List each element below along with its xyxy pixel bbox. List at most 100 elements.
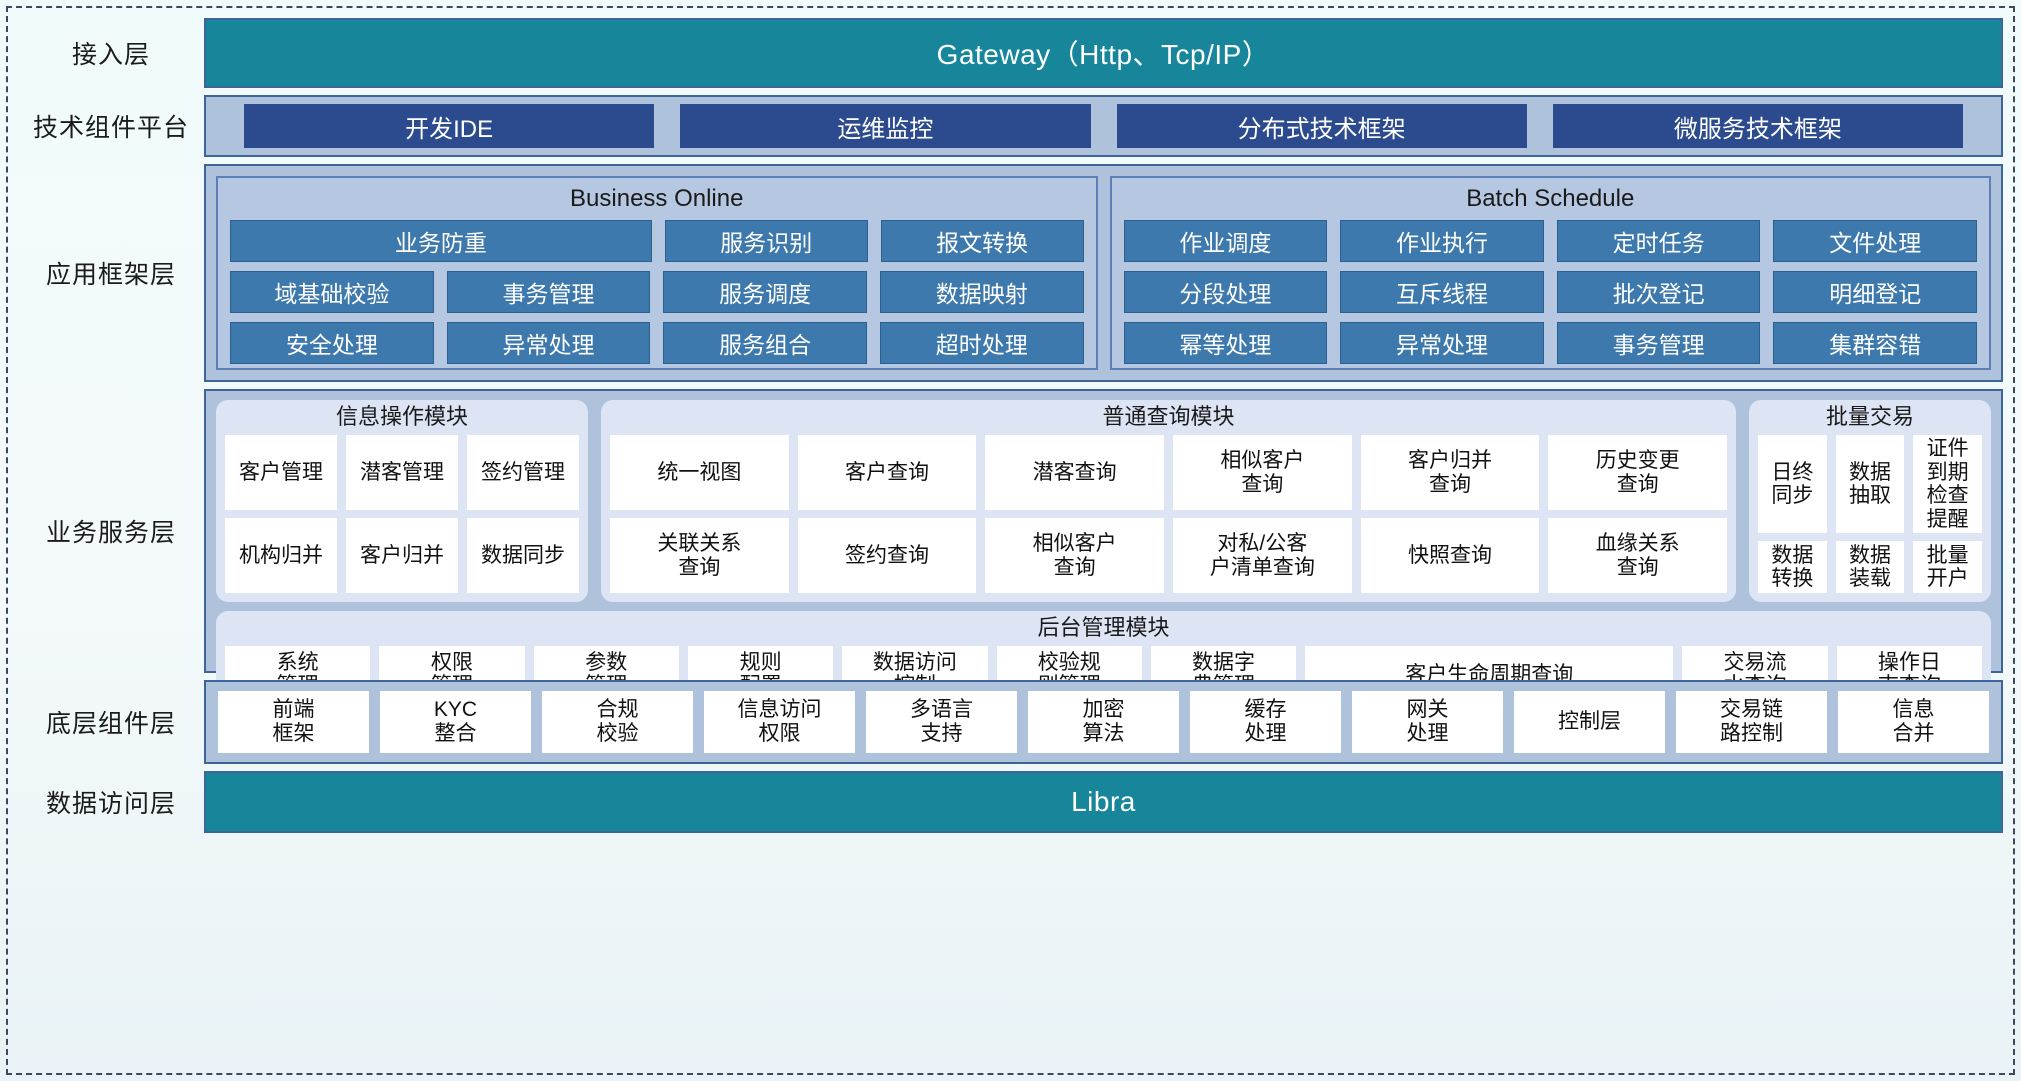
cell-prospect-query[interactable]: 潜客查询 [985, 435, 1165, 511]
tech-chip-distributed-framework[interactable]: 分布式技术框架 [1116, 104, 1527, 148]
layer-row-tech-platform: 技术组件平台 开发IDE 运维监控 分布式技术框架 微服务技术框架 [18, 95, 2003, 157]
app-row: 业务防重 服务识别 报文转换 [230, 220, 1084, 263]
layer-label-tech-platform: 技术组件平台 [32, 114, 189, 142]
cell-encryption-algorithm[interactable]: 加密 算法 [1028, 691, 1179, 753]
layer-label-component: 底层组件层 [45, 710, 176, 738]
app-cell-segmented-processing[interactable]: 分段处理 [1123, 271, 1328, 314]
app-cell-domain-validation[interactable]: 域基础校验 [230, 271, 434, 314]
cell-transaction-link-control[interactable]: 交易链 路控制 [1676, 691, 1827, 753]
app-cell-exception-handling[interactable]: 异常处理 [446, 322, 651, 365]
app-cell-batch-exception-handling[interactable]: 异常处理 [1340, 322, 1544, 365]
module-row: 日终 同步 数据 抽取 证件到期 检查提醒 [1758, 435, 1983, 534]
app-cell-service-composition[interactable]: 服务组合 [663, 322, 867, 365]
app-group-title-batch-schedule: Batch Schedule [1466, 185, 1635, 212]
module-title-common-query: 普通查询模块 [1102, 404, 1235, 429]
app-row: 安全处理 异常处理 服务组合 超时处理 [230, 322, 1084, 365]
app-cell-timeout-handling[interactable]: 超时处理 [879, 322, 1084, 365]
app-framework-panel: Business Online 业务防重 服务识别 报文转换 域基础校验 事务管… [204, 164, 2003, 382]
app-group-title-business-online: Business Online [570, 185, 744, 212]
app-cell-file-processing[interactable]: 文件处理 [1773, 220, 1977, 263]
app-cell-idempotent-processing[interactable]: 幂等处理 [1123, 322, 1328, 365]
cell-unified-view[interactable]: 统一视图 [610, 435, 789, 511]
cell-information-merge[interactable]: 信息 合并 [1838, 691, 1989, 753]
cell-multilanguage-support[interactable]: 多语言 支持 [866, 691, 1017, 753]
cell-compliance-validation[interactable]: 合规 校验 [542, 691, 693, 753]
app-cell-service-identify[interactable]: 服务识别 [664, 220, 868, 263]
cell-customer-management[interactable]: 客户管理 [225, 435, 337, 511]
layer-row-app-framework: 应用框架层 Business Online 业务防重 服务识别 报文转换 [18, 164, 2003, 382]
cell-contract-management[interactable]: 签约管理 [467, 435, 579, 511]
layer-label-data-access: 数据访问层 [45, 790, 176, 818]
module-common-query: 普通查询模块 统一视图 客户查询 潜客查询 相似客户 查询 客户归并 查询 历史… [601, 400, 1736, 603]
component-layer-panel: 前端 框架 KYC 整合 合规 校验 信息访问 权限 多语言 支持 加密 算法 … [204, 680, 2003, 764]
app-group-batch-schedule: Batch Schedule 作业调度 作业执行 定时任务 文件处理 分段处理 … [1109, 176, 1991, 370]
app-cell-data-mapping[interactable]: 数据映射 [879, 271, 1084, 314]
app-cell-service-scheduling[interactable]: 服务调度 [663, 271, 867, 314]
cell-institution-merge[interactable]: 机构归并 [225, 518, 337, 594]
app-row: 幂等处理 异常处理 事务管理 集群容错 [1123, 322, 1977, 365]
app-cell-detail-registration[interactable]: 明细登记 [1773, 271, 1977, 314]
app-row: 作业调度 作业执行 定时任务 文件处理 [1123, 220, 1977, 263]
module-row: 数据 转换 数据 装载 批量 开户 [1758, 541, 1983, 594]
cell-batch-account-opening[interactable]: 批量 开户 [1913, 541, 1983, 594]
gateway-band: Gateway（Http、Tcp/IP） [204, 18, 2003, 88]
app-cell-transaction-mgmt[interactable]: 事务管理 [446, 271, 651, 314]
cell-similar-customer-query-2[interactable]: 相似客户 查询 [985, 518, 1165, 594]
module-info-operations: 信息操作模块 客户管理 潜客管理 签约管理 机构归并 客户归并 [216, 400, 588, 603]
cell-kyc-integration[interactable]: KYC 整合 [380, 691, 531, 753]
tech-chip-ops-monitoring[interactable]: 运维监控 [680, 104, 1091, 148]
module-title-batch-transaction: 批量交易 [1825, 404, 1914, 429]
module-batch-transaction: 批量交易 日终 同步 数据 抽取 证件到期 检查提醒 数据 转换 数据 装载 [1749, 400, 1991, 603]
cell-data-loading[interactable]: 数据 装载 [1835, 541, 1905, 594]
cell-customer-merge[interactable]: 客户归并 [346, 518, 458, 594]
cell-similar-customer-query-1[interactable]: 相似客户 查询 [1173, 435, 1352, 511]
app-cell-business-dedup[interactable]: 业务防重 [230, 220, 652, 263]
cell-info-access-permission[interactable]: 信息访问 权限 [704, 691, 855, 753]
cell-data-extraction[interactable]: 数据 抽取 [1835, 435, 1905, 534]
cell-data-sync[interactable]: 数据同步 [467, 518, 579, 594]
module-row: 客户管理 潜客管理 签约管理 [225, 435, 579, 511]
cell-certificate-expiry-reminder[interactable]: 证件到期 检查提醒 [1913, 435, 1983, 534]
app-cell-cluster-fault-tolerance[interactable]: 集群容错 [1773, 322, 1977, 365]
cell-contract-query[interactable]: 签约查询 [797, 518, 977, 594]
module-row: 统一视图 客户查询 潜客查询 相似客户 查询 客户归并 查询 历史变更 查询 [610, 435, 1728, 511]
app-cell-message-transform[interactable]: 报文转换 [880, 220, 1084, 263]
layer-label-business-service: 业务服务层 [45, 519, 176, 547]
module-title-info-operations: 信息操作模块 [335, 404, 468, 429]
tech-platform-panel: 开发IDE 运维监控 分布式技术框架 微服务技术框架 [204, 95, 2003, 157]
cell-relationship-query[interactable]: 关联关系 查询 [610, 518, 789, 594]
cell-frontend-framework[interactable]: 前端 框架 [218, 691, 369, 753]
cell-eod-sync[interactable]: 日终 同步 [1758, 435, 1827, 534]
app-row: 分段处理 互斥线程 批次登记 明细登记 [1123, 271, 1977, 314]
layer-stack: 接入层 Gateway（Http、Tcp/IP） 技术组件平台 开发IDE 运维… [18, 18, 2003, 1065]
app-cell-security-processing[interactable]: 安全处理 [230, 322, 434, 365]
cell-lineage-relationship-query[interactable]: 血缘关系 查询 [1548, 518, 1728, 594]
cell-history-change-query[interactable]: 历史变更 查询 [1548, 435, 1728, 511]
cell-cache-processing[interactable]: 缓存 处理 [1190, 691, 1341, 753]
cell-prospect-management[interactable]: 潜客管理 [346, 435, 458, 511]
layer-row-data-access: 数据访问层 Libra [18, 771, 2003, 833]
layer-label-access: 接入层 [71, 41, 150, 69]
cell-customer-merge-query[interactable]: 客户归并 查询 [1360, 435, 1540, 511]
cell-snapshot-query[interactable]: 快照查询 [1360, 518, 1540, 594]
cell-gateway-processing[interactable]: 网关 处理 [1352, 691, 1503, 753]
layer-row-business-service: 业务服务层 信息操作模块 客户管理 潜客管理 签约管理 [18, 389, 2003, 712]
app-group-business-online: Business Online 业务防重 服务识别 报文转换 域基础校验 事务管… [216, 176, 1098, 370]
cell-control-layer[interactable]: 控制层 [1514, 691, 1665, 753]
app-cell-job-scheduling[interactable]: 作业调度 [1123, 220, 1328, 263]
layer-label-app-framework: 应用框架层 [45, 261, 176, 289]
tech-chip-ide[interactable]: 开发IDE [244, 104, 655, 148]
cell-data-transform[interactable]: 数据 转换 [1758, 541, 1827, 594]
app-cell-batch-transaction-mgmt[interactable]: 事务管理 [1556, 322, 1761, 365]
cell-customer-query[interactable]: 客户查询 [797, 435, 977, 511]
business-service-panel: 信息操作模块 客户管理 潜客管理 签约管理 机构归并 客户归并 [204, 389, 2003, 712]
app-row: 域基础校验 事务管理 服务调度 数据映射 [230, 271, 1084, 314]
tech-chip-microservice-framework[interactable]: 微服务技术框架 [1552, 104, 1963, 148]
libra-band: Libra [204, 771, 2003, 833]
app-cell-job-execution[interactable]: 作业执行 [1340, 220, 1544, 263]
app-cell-mutex-thread[interactable]: 互斥线程 [1340, 271, 1544, 314]
app-cell-timed-task[interactable]: 定时任务 [1556, 220, 1761, 263]
app-cell-batch-registration[interactable]: 批次登记 [1556, 271, 1761, 314]
cell-retail-corporate-customer-list-query[interactable]: 对私/公客 户清单查询 [1173, 518, 1352, 594]
